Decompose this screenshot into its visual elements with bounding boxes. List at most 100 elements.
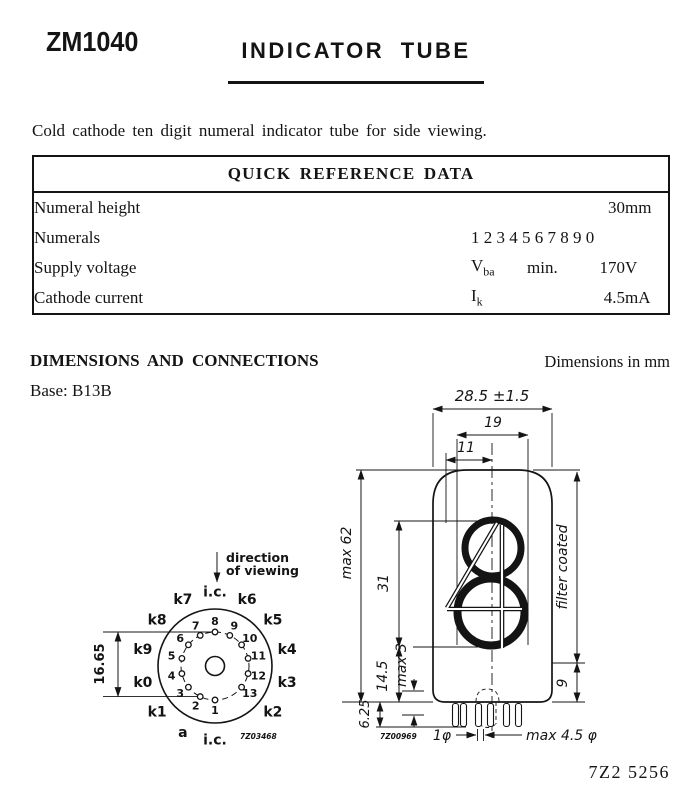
base-pin [486,702,495,728]
pin-number-10: 10 [242,632,258,645]
pin-group: 1 i.c. 2a 3 k1 4 k0 5 k9 6 k8 7k7 8 i.c. 9k6 10 k5 11 k4 12… [133,585,297,749]
table-title: QUICK REFERENCE DATA [33,156,670,193]
pin-dot-7 [196,631,204,639]
row-qualifier: min. [527,258,558,277]
pin-label-6: k8 [148,612,167,628]
pin-number-5: 5 [168,650,176,663]
row-label: Cathode current [34,288,144,307]
pin-dot-3 [184,683,192,691]
row-unit: V [625,258,638,277]
row-label: Numerals [34,228,101,247]
direction-label-line2: of viewing [226,563,299,578]
pin-label-10: k5 [263,612,282,628]
row-qualifier [527,192,585,223]
tube-outline-drawing: 28.5 ±1.5 19 11 max 62 31 14.5 max 3 6.2… [339,387,598,744]
pin-number-9: 9 [230,619,238,632]
drawing-code-base: 7Z03468 [240,732,277,741]
pin-dot-13 [238,683,246,691]
pin-label-2: a [178,725,187,741]
row-unit [625,223,669,253]
row-unit: mA [625,288,651,307]
title-block: INDICATOR TUBE [228,38,484,84]
table-row: Numeral height 30 mm [33,192,669,223]
pin-number-6: 6 [176,632,184,645]
row-qualifier [527,283,585,314]
table-row: Cathode current Ik 4.5 mA [33,283,669,314]
dim-pin-length: 6.25 [358,700,373,729]
pin-number-4: 4 [168,669,176,682]
row-symbol: Ik [471,286,483,309]
pin-dot-5 [178,654,186,662]
dim-pin-circle: 16.65 [93,643,108,684]
row-unit: mm [625,198,652,217]
pin-label-3: k1 [148,705,167,721]
filter-coated-label: filter coated [555,524,571,609]
base-outline-circle [157,608,273,724]
tube-envelope [432,469,553,703]
quick-reference-table: QUICK REFERENCE DATA Numeral height 30 m… [32,155,671,315]
row-value: 30 [608,198,625,217]
units-note: Dimensions in mm [544,352,670,371]
pin-number-12: 12 [251,669,266,682]
dim-base-section: 14.5 [375,660,391,691]
pin-number-7: 7 [192,619,200,632]
pin-dot-1 [211,696,219,704]
pin-number-13: 13 [242,687,257,700]
base-pin [514,702,523,728]
pin-number-2: 2 [192,700,200,713]
row-symbol: Vba [471,256,495,279]
pin-dot-9 [226,631,234,639]
pin-number-8: 8 [211,615,219,628]
dim-overall-width: 28.5 ±1.5 [455,387,530,405]
table-row: Numerals 1 2 3 4 5 6 7 8 9 0 [33,223,669,253]
dim-seal-height: max 3 [394,643,410,687]
drawing-code-outline: 7Z00969 [380,732,417,741]
intro-text: Cold cathode ten digit numeral indicator… [32,121,487,140]
dim-window-width: 19 [484,415,502,431]
pin-dot-2 [196,693,204,701]
direction-label-line1: direction [226,550,289,565]
pin-circle [180,631,250,701]
pin-number-3: 3 [176,687,184,700]
base-pin [502,702,511,728]
dim-digit-height: 31 [376,574,392,592]
row-symbol: 1 2 3 4 5 6 7 8 9 0 [471,228,595,247]
pin-dot-8 [211,628,219,636]
center-spigot [204,655,226,677]
table-row: Supply voltage Vba min. 170 V [33,253,669,283]
dim-overall-height: max 62 [339,527,355,580]
base-note: Base: B13B [30,381,112,400]
page-title: INDICATOR TUBE [241,38,471,63]
dim-pin-diameter: 1φ [433,728,452,744]
pin-label-4: k0 [133,675,152,691]
pin-label-11: k4 [278,642,297,658]
pin-dot-6 [184,641,192,649]
pin-connection-diagram: direction of viewing 16.65 1 i.c. 2a 3 k1 4 k0… [93,550,299,749]
pin-dot-10 [238,641,246,649]
pin-label-8: i.c. [203,585,227,601]
pin-label-7: k7 [173,592,192,608]
dim-digit-offset: 11 [457,440,475,456]
pin-label-13: k2 [263,705,282,721]
pin-label-1: i.c. [203,733,227,749]
pin-dot-11 [244,654,252,662]
pin-label-9: k6 [238,592,257,608]
row-label: Supply voltage [34,258,137,277]
base-pin [451,702,460,728]
pin-number-1: 1 [211,704,219,717]
row-label: Numeral height [34,198,141,217]
base-pin [459,702,468,728]
row-value: 4.5 [603,288,625,307]
section-heading: DIMENSIONS AND CONNECTIONS [30,351,319,370]
exhaust-tip [475,688,500,703]
pin-dot-4 [178,670,186,678]
pin-label-5: k9 [133,642,152,658]
dim-tip-diameter: max 4.5 φ [526,728,598,744]
page-code: 7Z2 5256 [588,762,670,782]
pin-label-12: k3 [278,675,297,691]
dim-filter-margin: 9 [555,678,571,687]
model-number: ZM1040 [46,26,139,57]
base-pin [474,702,483,728]
pin-number-11: 11 [251,650,266,663]
